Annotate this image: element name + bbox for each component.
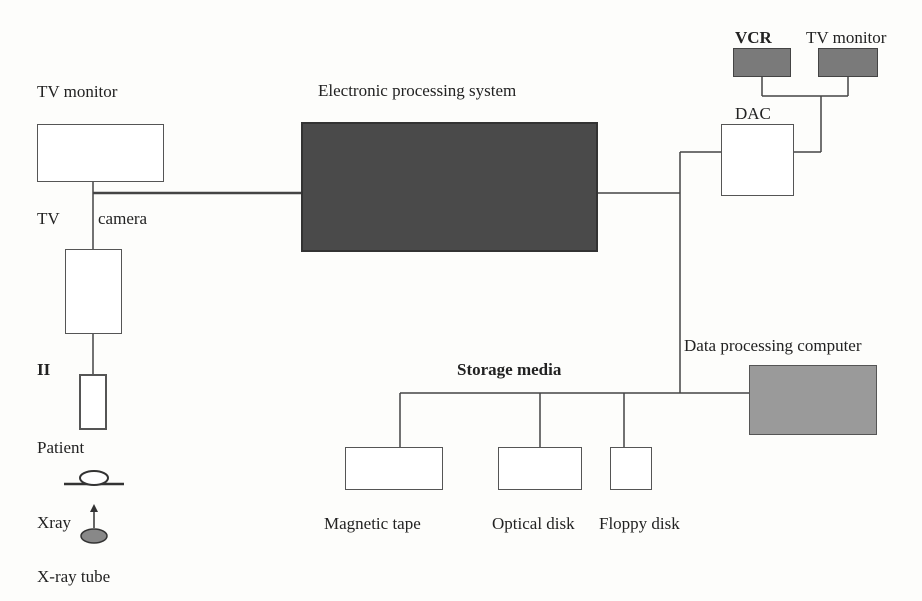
data-processing-computer-box [749,365,877,435]
floppy-disk-box [610,447,652,490]
label-camera: camera [98,209,148,228]
magnetic-tape-box [345,447,443,490]
label-tv: TV [37,209,60,228]
patient-icon [64,470,124,486]
label-xray-tube: X-ray tube [37,567,111,586]
optical-disk-box [498,447,582,490]
label-ii: II [37,360,51,379]
vcr-box [733,48,791,77]
label-storage-media: Storage media [457,360,562,379]
label-patient: Patient [37,438,85,457]
label-dac: DAC [735,104,771,123]
ii-box [79,374,107,430]
label-tv-monitor-right: TV monitor [806,28,887,47]
electronic-processing-box [301,122,598,252]
xray-arrow-icon [90,504,98,528]
label-floppy-disk: Floppy disk [599,514,680,533]
label-electronic-processing: Electronic processing system [318,81,517,100]
tv-monitor-box-left [37,124,164,182]
label-tv-monitor-left: TV monitor [37,82,118,101]
label-vcr: VCR [735,28,772,47]
xray-tube-icon [80,528,108,544]
label-optical-disk: Optical disk [492,514,575,533]
dac-box [721,124,794,196]
label-magnetic-tape: Magnetic tape [324,514,421,533]
label-xray: Xray [37,513,71,532]
tv-monitor-box-right [818,48,878,77]
tv-camera-box [65,249,122,334]
label-data-processing: Data processing computer [684,336,862,355]
